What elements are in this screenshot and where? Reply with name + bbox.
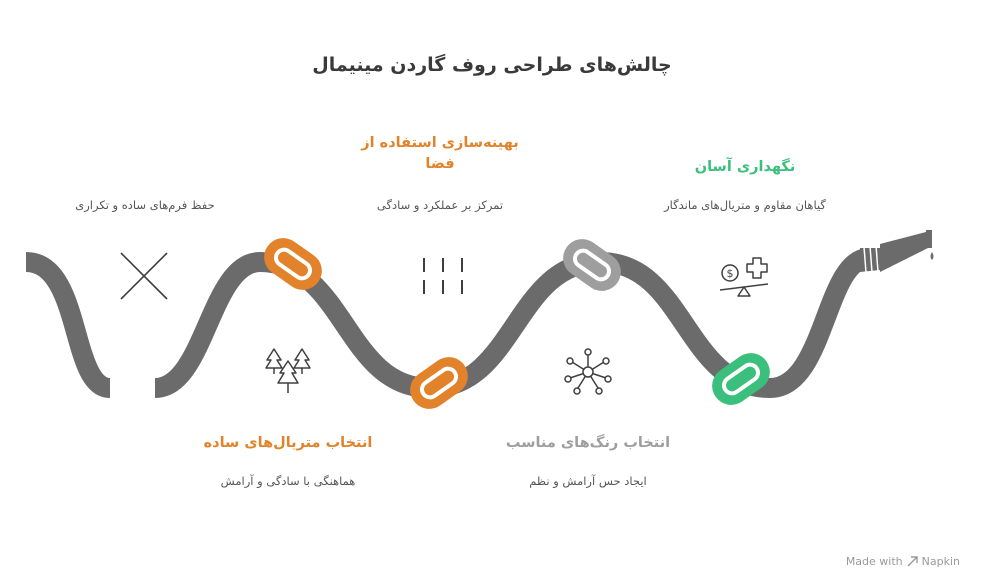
knot-green-bottom bbox=[712, 353, 770, 405]
vertical-lines-icon bbox=[423, 258, 463, 294]
x-mark-icon bbox=[120, 252, 168, 300]
hose-main bbox=[153, 248, 871, 399]
made-with-napkin-footer: Made with Napkin bbox=[846, 555, 960, 568]
item-label-5: نگهداری آسان bbox=[694, 159, 796, 175]
pine-trees-icon bbox=[265, 348, 311, 393]
napkin-logo-icon bbox=[907, 556, 918, 567]
item-label-4: انتخاب رنگ‌های مناسب bbox=[505, 435, 671, 451]
item-description-5: گیاهان مقاوم و متریال‌های ماندگار bbox=[664, 198, 826, 212]
cost-balance-icon: $ bbox=[719, 257, 769, 297]
item-description-4: ایجاد حس آرامش و نظم bbox=[529, 474, 647, 488]
item-label-2: انتخاب متریال‌های ساده bbox=[203, 435, 373, 451]
network-nodes-icon bbox=[564, 348, 612, 395]
item-label-3: بهینه‌سازی استفاده از فضا bbox=[361, 135, 519, 172]
footer-brand: Napkin bbox=[921, 555, 960, 568]
item-description-3: تمرکز بر عملکرد و سادگی bbox=[376, 198, 504, 212]
item-description-1: حفظ فرم‌های ساده و تکراری bbox=[75, 198, 215, 212]
page-title: چالش‌های طراحی روف گاردن مینیمال bbox=[312, 54, 672, 76]
svg-text:$: $ bbox=[727, 267, 734, 280]
knot-gray-top bbox=[563, 239, 621, 291]
hose-start-segment bbox=[24, 252, 113, 398]
item-description-2: هماهنگی با سادگی و آرامش bbox=[220, 474, 356, 488]
footer-made-with: Made with bbox=[845, 555, 903, 568]
knot-orange-bottom bbox=[410, 357, 468, 409]
hose-nozzle bbox=[860, 230, 934, 273]
knot-orange-top bbox=[264, 238, 322, 290]
